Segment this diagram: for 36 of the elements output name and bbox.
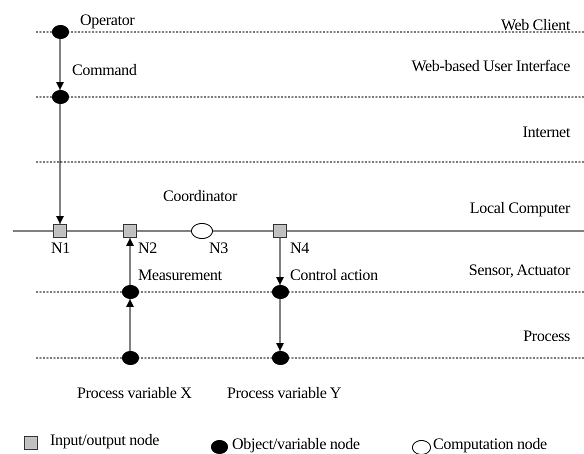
- arrow: [126, 298, 134, 352]
- layer-label: Web Client: [500, 17, 570, 35]
- object-node: [52, 25, 68, 39]
- legend-label: Input/output node: [50, 432, 160, 450]
- layer-label: Local Computer: [470, 200, 570, 218]
- object-node: [122, 351, 138, 365]
- arrow: [276, 238, 284, 286]
- layer-label: Web-based User Interface: [411, 58, 570, 76]
- object-node: [272, 351, 288, 365]
- node-label: Process variable Y: [227, 385, 341, 403]
- object-node: [122, 285, 138, 299]
- io-node: [123, 224, 137, 238]
- object-node: [52, 90, 68, 104]
- computation-node: [191, 223, 213, 239]
- node-label: Measurement: [138, 267, 222, 285]
- layer-label: Internet: [522, 124, 570, 142]
- io-node: [273, 224, 287, 238]
- node-label: Command: [72, 62, 137, 80]
- node-label: Process variable X: [77, 385, 192, 403]
- arrow: [56, 38, 64, 90]
- arrow: [56, 104, 64, 224]
- legend-label: Object/variable node: [232, 436, 360, 454]
- node-label: Coordinator: [163, 188, 238, 206]
- node-label: N1: [51, 240, 70, 258]
- io-node: [53, 224, 67, 238]
- layer-label: Process: [523, 328, 570, 346]
- object-node: [272, 285, 288, 299]
- node-label: N4: [290, 240, 309, 258]
- layer-label: Sensor, Actuator: [468, 262, 570, 280]
- arrow: [126, 238, 134, 286]
- node-label: N3: [209, 240, 228, 258]
- node-label: Control action: [290, 267, 378, 285]
- legend-label: Computation node: [433, 436, 547, 454]
- node-label: Operator: [80, 12, 134, 30]
- node-label: N2: [138, 240, 157, 258]
- arrow: [276, 298, 284, 352]
